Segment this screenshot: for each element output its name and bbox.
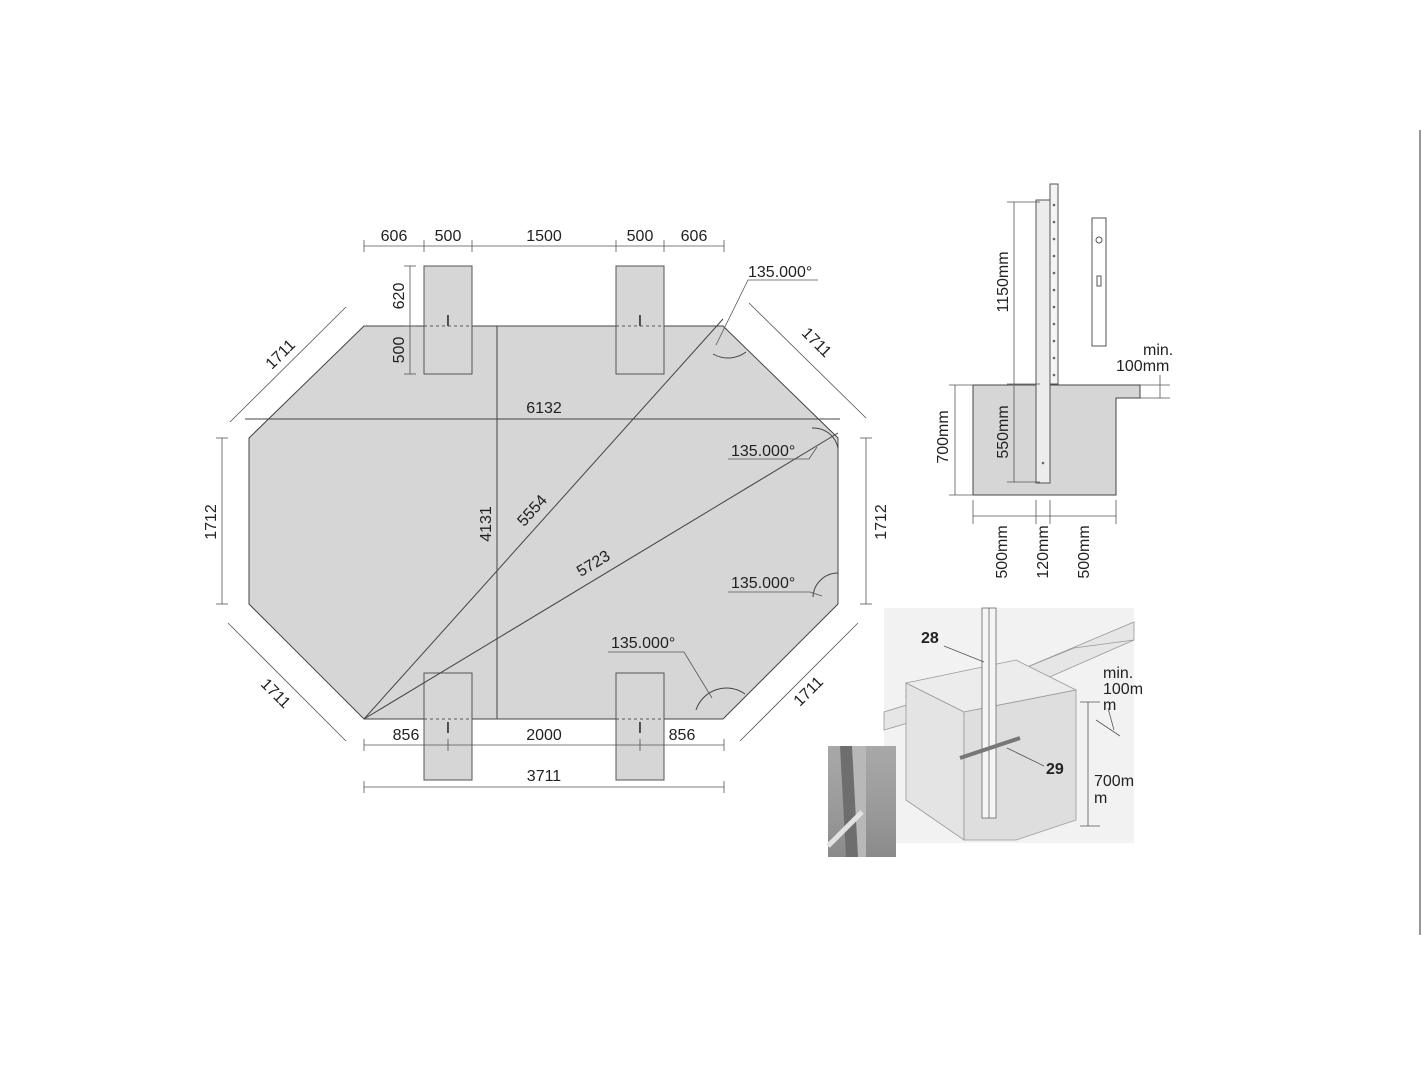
overall-width-label: 6132: [526, 400, 562, 417]
angle-arc-1: [712, 351, 747, 359]
bottom-dim-2: 2000: [526, 727, 562, 744]
post: [1035, 199, 1051, 484]
svg-text:1711: 1711: [798, 325, 834, 361]
angle-label-2: 135.000°: [731, 443, 795, 460]
iso-min-label-2: 100m: [1103, 681, 1143, 698]
diagonal-line-b: [363, 432, 839, 720]
post-mark-bl: I: [446, 720, 450, 737]
footing-dimension: 620 500: [391, 265, 416, 375]
svg-text:1711: 1711: [791, 674, 827, 710]
bottom-dim-1: 856: [393, 727, 420, 744]
width-right-label: 500mm: [1076, 525, 1093, 578]
post-above-label: 1150mm: [995, 251, 1012, 312]
right-side-dimension: 1712: [860, 437, 890, 605]
footing-bottom-left: [423, 672, 473, 781]
bottom-total-label: 3711: [527, 768, 562, 785]
footing-top-right: [615, 265, 665, 375]
post-flange: [1049, 183, 1059, 385]
iso-rebar: [959, 736, 1021, 760]
angle-leader-3: [728, 591, 823, 597]
top-dimension-chain: 606 500 1500 500 606: [363, 228, 725, 252]
width-left-label: 500mm: [994, 525, 1011, 578]
footing-depth-label: 700mm: [935, 410, 952, 463]
footing-top-left: [423, 265, 473, 375]
post-in-ground-label: 550mm: [995, 405, 1012, 458]
footing-height-label: 620: [391, 283, 408, 310]
post-holes: [1041, 203, 1056, 465]
floor-plan: I I I I 135.000° 135.000° 135.000° 135.0…: [203, 228, 890, 793]
bottom-dimension-chain: 856 2000 856 3711: [363, 727, 725, 793]
post-mark-br: I: [638, 720, 642, 737]
left-side-dimension: 1712: [203, 437, 228, 605]
label-29: 29: [1046, 761, 1064, 778]
iso-min-label-3: m: [1103, 697, 1116, 714]
post-section: 1150mm 550mm 700mm min. 100mm 500mm 120m…: [935, 183, 1173, 579]
svg-text:1711: 1711: [263, 337, 299, 373]
post-mark-tr: I: [638, 313, 642, 330]
angle-leader-2: [728, 446, 818, 460]
top-dim-4: 500: [627, 228, 654, 245]
angle-arc-2: [811, 427, 839, 449]
footing-bottom-right: [615, 672, 665, 781]
label-28: 28: [921, 630, 939, 647]
diagonal-line-a: [363, 318, 724, 720]
photo-inset: [826, 746, 896, 857]
angle-leader-1: [715, 279, 818, 346]
isometric-view: 28 29 min. 100m m 700m m: [883, 607, 1143, 843]
iso-depth-label-1: 700m: [1094, 773, 1134, 790]
slab-outline: [248, 325, 839, 720]
angle-label-4: 135.000°: [611, 635, 675, 652]
angle-arc-4: [695, 687, 746, 711]
angle-label-1: 135.000°: [748, 264, 812, 281]
footing-inner-label: 500: [391, 337, 408, 364]
post-mark-tl: I: [446, 313, 450, 330]
slab-min-label-2: 100mm: [1116, 358, 1169, 375]
angle-leader-4: [608, 651, 713, 699]
spirit-level: [1091, 217, 1107, 347]
angle-label-3: 135.000°: [731, 575, 795, 592]
slab-min-label-1: min.: [1143, 342, 1173, 359]
iso-min-label-1: min.: [1103, 665, 1133, 682]
bottom-dim-3: 856: [669, 727, 696, 744]
level-vial-icon: [1096, 275, 1102, 287]
top-dim-1: 606: [381, 228, 408, 245]
level-bubble-icon: [1095, 236, 1103, 244]
left-side-label: 1712: [203, 504, 220, 540]
overall-height-label: 4131: [478, 506, 495, 542]
top-dim-5: 606: [681, 228, 708, 245]
width-post-label: 120mm: [1035, 525, 1052, 578]
iso-depth-label-2: m: [1094, 790, 1107, 807]
top-dim-2: 500: [435, 228, 462, 245]
right-side-label: 1712: [873, 504, 890, 540]
svg-text:1711: 1711: [257, 676, 293, 712]
top-dim-3: 1500: [526, 228, 562, 245]
